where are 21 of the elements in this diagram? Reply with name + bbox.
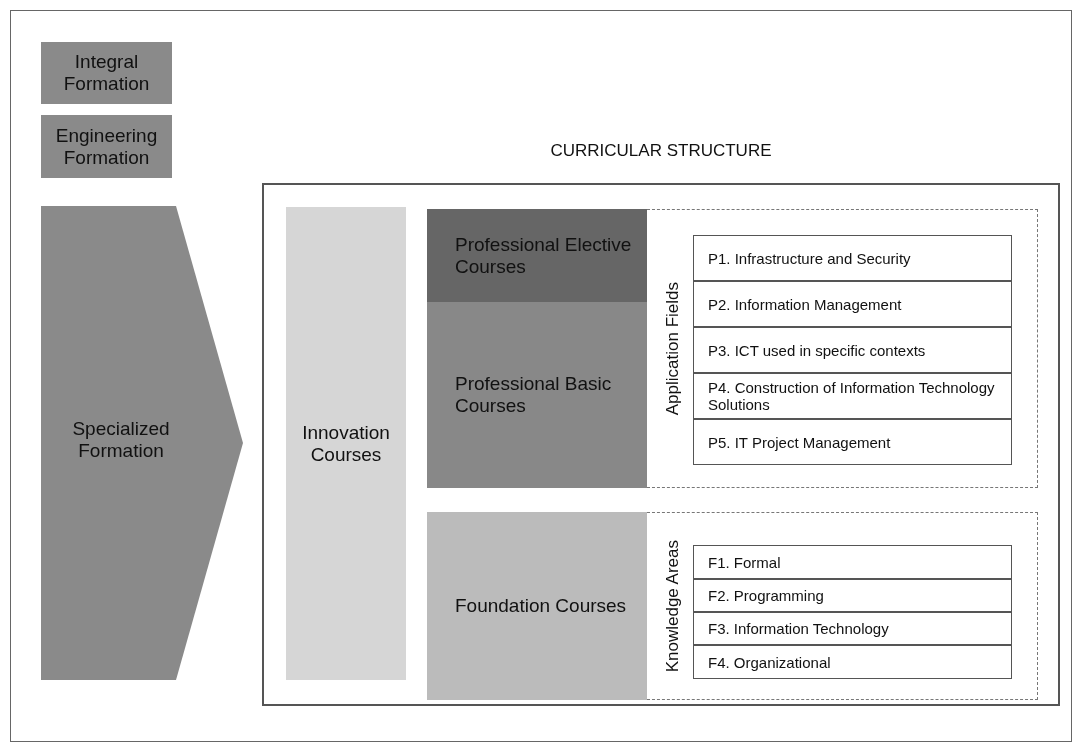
list-item: P3. ICT used in specific contexts bbox=[693, 327, 1012, 373]
dashed-group-frame bbox=[647, 512, 1038, 700]
section-title: CURRICULAR STRUCTURE bbox=[549, 141, 773, 161]
dashed-group-frame bbox=[647, 209, 1038, 488]
course-block: Professional Basic Courses bbox=[427, 302, 647, 488]
list-item: P4. Construction of Information Technology Solutions bbox=[693, 373, 1012, 419]
formation-panel: Integral Formation bbox=[41, 42, 172, 104]
vertical-label: Application Fields bbox=[663, 281, 683, 416]
course-block: Professional Elective Courses bbox=[427, 209, 647, 302]
list-item: P5. IT Project Management bbox=[693, 419, 1012, 465]
formation-panel: Engineering Formation bbox=[41, 115, 172, 178]
list-item: F1. Formal bbox=[693, 545, 1012, 579]
list-item: F3. Information Technology bbox=[693, 612, 1012, 645]
list-item: P1. Infrastructure and Security bbox=[693, 235, 1012, 281]
course-block: Foundation Courses bbox=[427, 512, 647, 700]
list-item: F4. Organizational bbox=[693, 645, 1012, 679]
section-label: Specialized Formation bbox=[71, 418, 171, 462]
course-block: Innovation Courses bbox=[286, 207, 406, 680]
list-item: P2. Information Management bbox=[693, 281, 1012, 327]
vertical-label: Knowledge Areas bbox=[663, 539, 683, 673]
list-item: F2. Programming bbox=[693, 579, 1012, 612]
